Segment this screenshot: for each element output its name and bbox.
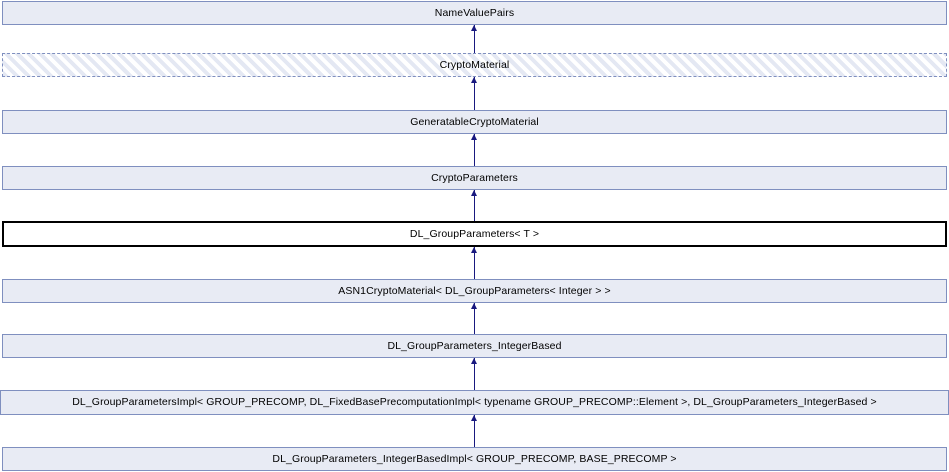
inheritance-edge — [474, 247, 475, 279]
inheritance-edge — [474, 25, 475, 53]
class-node-label: CryptoMaterial — [439, 58, 510, 71]
class-node-generatable-crypto-material[interactable]: GeneratableCryptoMaterial — [2, 110, 947, 134]
class-node-label: DL_GroupParameters_IntegerBasedImpl< GRO… — [272, 452, 677, 465]
inheritance-edge — [474, 77, 475, 110]
inheritance-arrow-icon — [471, 77, 477, 83]
inheritance-edge — [474, 358, 475, 390]
class-node-dl-group-parameters-integerbased-impl[interactable]: DL_GroupParameters_IntegerBasedImpl< GRO… — [2, 447, 947, 471]
class-node-label: NameValuePairs — [434, 6, 515, 19]
class-node-dl-group-parameters-impl[interactable]: DL_GroupParametersImpl< GROUP_PRECOMP, D… — [0, 390, 949, 415]
class-node-name-value-pairs[interactable]: NameValuePairs — [2, 1, 947, 25]
class-node-label: DL_GroupParameters_IntegerBased — [387, 339, 562, 352]
inheritance-arrow-icon — [471, 134, 477, 140]
inheritance-edge — [474, 134, 475, 166]
class-node-label: DL_GroupParameters< T > — [409, 227, 540, 240]
class-node-label: CryptoParameters — [431, 171, 518, 184]
class-node-label: DL_GroupParametersImpl< GROUP_PRECOMP, D… — [72, 396, 877, 409]
inheritance-arrow-icon — [471, 358, 477, 364]
class-node-crypto-parameters[interactable]: CryptoParameters — [2, 166, 947, 190]
inheritance-edge — [474, 415, 475, 447]
class-node-label: ASN1CryptoMaterial< DL_GroupParameters< … — [338, 284, 611, 297]
class-node-asn1-crypto-material[interactable]: ASN1CryptoMaterial< DL_GroupParameters< … — [2, 279, 947, 303]
inheritance-arrow-icon — [471, 247, 477, 253]
inheritance-edge — [474, 190, 475, 221]
inheritance-arrow-icon — [471, 303, 477, 309]
inheritance-arrow-icon — [471, 25, 477, 31]
class-node-dl-group-parameters-t[interactable]: DL_GroupParameters< T > — [2, 221, 947, 247]
inheritance-edge — [474, 303, 475, 334]
class-node-crypto-material[interactable]: CryptoMaterial — [2, 53, 947, 77]
inheritance-arrow-icon — [471, 190, 477, 196]
class-node-dl-group-parameters-integerbased[interactable]: DL_GroupParameters_IntegerBased — [2, 334, 947, 358]
inheritance-arrow-icon — [471, 415, 477, 421]
class-node-label: GeneratableCryptoMaterial — [410, 115, 539, 128]
